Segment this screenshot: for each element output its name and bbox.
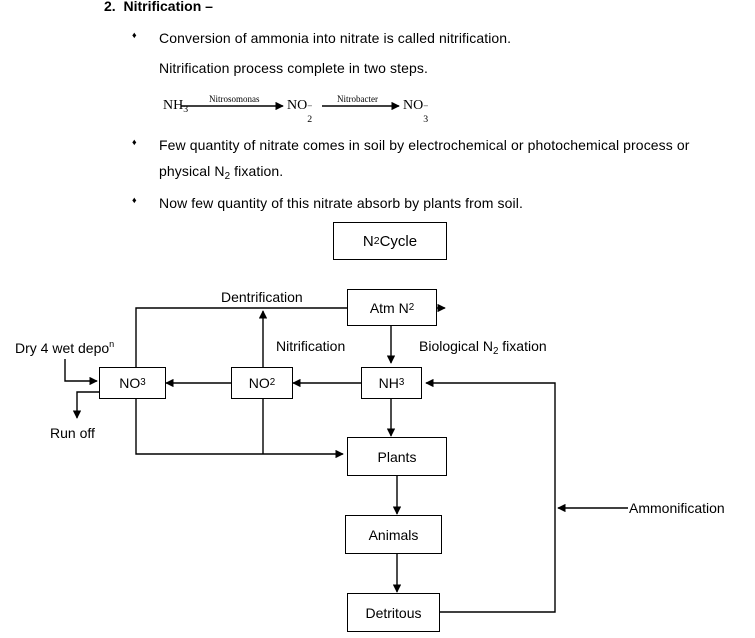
- arrow-deposition: [64, 359, 98, 386]
- label-denitrification: Dentrification: [221, 289, 303, 305]
- paragraph-nitrate-sources: Few quantity of nitrate comes in soil by…: [159, 137, 690, 153]
- box-plants: Plants: [347, 437, 447, 476]
- label-biological-fixation: Biological N2 fixation: [419, 338, 547, 357]
- box-animals: Animals: [345, 515, 442, 554]
- arrow-detritous-to-nh3: [425, 378, 556, 613]
- section-heading: 2. Nitrification –: [104, 0, 213, 14]
- label-dry-wet-deposition: Dry 4 wet depon: [15, 339, 115, 356]
- equation-reactant: NH3: [163, 98, 189, 115]
- paragraph-two-steps: Nitrification process complete in two st…: [159, 60, 428, 76]
- arrow-no3-to-plants: [135, 399, 344, 459]
- equation-enzyme-2: Nitrobacter: [337, 94, 378, 104]
- label-run-off: Run off: [50, 425, 95, 441]
- equation-enzyme-1: Nitrosomonas: [209, 94, 260, 104]
- paragraph-plant-absorption: Now few quantity of this nitrate absorb …: [159, 195, 523, 211]
- label-nitrification: Nitrification: [276, 338, 346, 354]
- section-number: 2.: [104, 0, 116, 14]
- section-title: Nitrification –: [123, 0, 213, 14]
- bullet-icon: ♦: [132, 195, 137, 205]
- bullet-icon: ♦: [132, 30, 137, 40]
- arrow-runoff: [72, 391, 99, 419]
- paragraph-definition: Conversion of ammonia into nitrate is ca…: [159, 30, 512, 46]
- box-detritous: Detritous: [347, 593, 440, 632]
- line-denitrification: [135, 307, 347, 368]
- label-ammonification: Ammonification: [629, 500, 725, 516]
- bullet-icon: ♦: [132, 137, 137, 147]
- paragraph-nitrate-sources-cont: physical N2 fixation.: [159, 163, 284, 182]
